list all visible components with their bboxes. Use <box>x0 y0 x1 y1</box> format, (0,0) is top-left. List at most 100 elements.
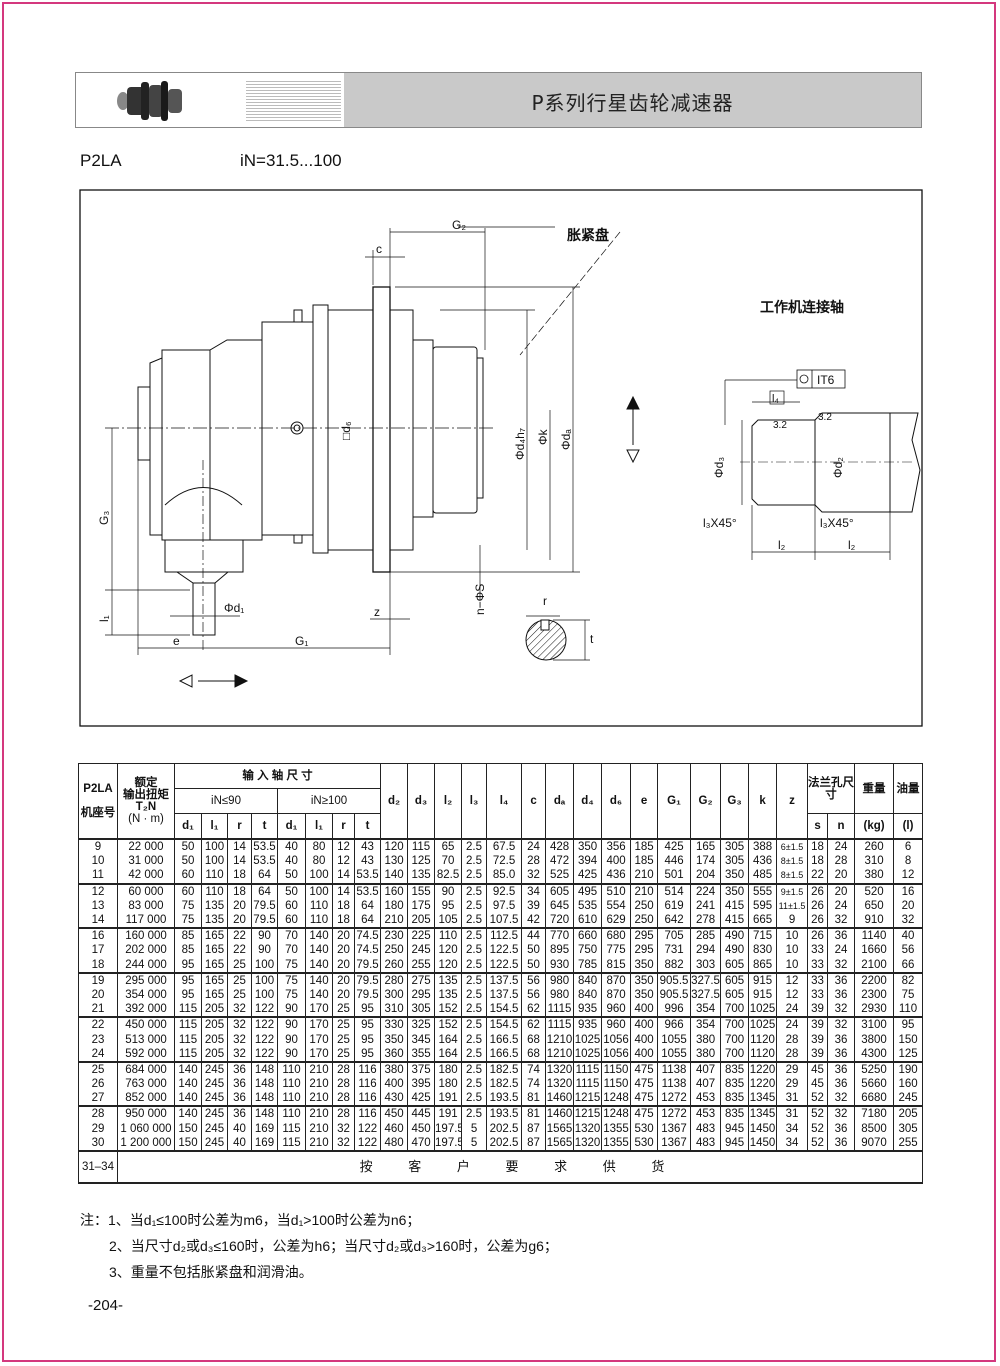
cell-size: 14 <box>78 912 118 929</box>
table-cell: 148 <box>251 1091 278 1107</box>
table-cell: 28 <box>332 1105 355 1122</box>
table-cell: 122.5 <box>486 957 523 973</box>
table-cell: 79.5 <box>353 987 382 1003</box>
table-cell: 26 <box>807 898 829 913</box>
table-cell: 905.5 <box>657 971 692 988</box>
table-cell: 56 <box>521 987 547 1003</box>
table-cell: 2.5 <box>461 1060 488 1077</box>
table-cell: 83 000 <box>117 898 175 913</box>
table-cell: 5 <box>461 1135 488 1151</box>
table-cell: 520 <box>854 882 895 899</box>
table-cell: 295 <box>630 943 659 958</box>
table-cell: 36 <box>827 987 856 1003</box>
table-cell: 40 <box>893 927 924 944</box>
table-cell: 460 <box>380 1121 409 1136</box>
table-cell: 1565 <box>545 1121 575 1136</box>
table-cell: 140 <box>305 971 333 988</box>
header-iN-le-90: iN≤90 <box>174 788 278 814</box>
table-cell: 25 <box>332 1046 355 1062</box>
cell-size: 30 <box>78 1135 118 1151</box>
header-d6: d₆ <box>601 763 632 840</box>
table-cell: 137.5 <box>486 971 523 988</box>
table-cell: 110 <box>434 927 463 944</box>
direction-arrows <box>178 395 640 688</box>
table-cell: 154.5 <box>486 1016 523 1033</box>
technical-drawing: G₂ c 胀紧盘 □d₆ Φd₄h₇ Φk Φdₐ G₃ l₁ Φd₁ e G₁… <box>79 189 923 727</box>
table-cell: 1115 <box>545 1016 575 1033</box>
table-cell: 53.5 <box>251 837 278 855</box>
label-tightening-disc: 胀紧盘 <box>567 227 609 243</box>
table-cell: 10 <box>776 957 809 973</box>
table-cell: 100 <box>251 971 278 988</box>
table-cell: 22 <box>807 868 829 884</box>
table-cell: 400 <box>630 1002 659 1018</box>
table-cell: 50 <box>521 957 547 973</box>
table-cell: 169 <box>251 1135 278 1151</box>
table-cell: 97.5 <box>486 898 523 913</box>
label-r: r <box>543 594 547 608</box>
table-cell: 140 <box>174 1060 202 1077</box>
table-cell: 18 <box>807 854 829 869</box>
table-cell: 910 <box>854 912 895 929</box>
table-cell: 1025 <box>573 1046 603 1062</box>
cell-size: 24 <box>78 1046 118 1062</box>
table-cell: 115 <box>174 1016 202 1033</box>
table-cell: 310 <box>854 854 895 869</box>
table-cell: 95 <box>353 1016 382 1033</box>
table-cell: 135 <box>201 912 228 929</box>
table-cell: 2.5 <box>461 868 488 884</box>
table-cell: 870 <box>601 987 632 1003</box>
table-cell: 45 <box>807 1060 829 1077</box>
table-cell: 310 <box>380 1002 409 1018</box>
table-cell: 68 <box>521 1046 547 1062</box>
header-e: e <box>630 763 659 840</box>
label-d4h7: Φd₄h₇ <box>513 428 527 460</box>
table-cell: 32 <box>332 1135 355 1151</box>
table-cell: 185 <box>630 837 659 855</box>
table-cell: 830 <box>748 943 778 958</box>
table-cell: 9 <box>776 912 809 929</box>
table-cell: 75 <box>174 912 202 929</box>
table-cell: 210 <box>305 1135 333 1151</box>
table-cell: 1248 <box>601 1091 632 1107</box>
table-cell: 2.5 <box>461 882 488 899</box>
table-cell: 12 <box>893 868 924 884</box>
table-cell: 90 <box>434 882 463 899</box>
table-cell: 160 000 <box>117 927 175 944</box>
table-cell: 960 <box>601 1016 632 1033</box>
table-cell: 22 <box>227 927 252 944</box>
table-cell: 39 <box>807 1002 829 1018</box>
table-cell: 960 <box>601 1002 632 1018</box>
table-cell: 305 <box>407 1002 436 1018</box>
table-cell: 450 000 <box>117 1016 175 1033</box>
table-cell: 79.5 <box>251 898 278 913</box>
table-cell: 8±1.5 <box>776 854 809 869</box>
table-cell: 882 <box>657 957 692 973</box>
table-cell: 996 <box>657 1002 692 1018</box>
table-cell: 10 <box>776 927 809 944</box>
table-cell: 110 <box>277 1077 306 1092</box>
table-cell: 428 <box>545 837 575 855</box>
table-cell: 24 <box>827 837 856 855</box>
table-cell: 85.0 <box>486 868 523 884</box>
table-cell: 295 <box>407 987 436 1003</box>
table-cell: 510 <box>601 882 632 899</box>
table-cell: 75 <box>277 987 306 1003</box>
table-cell: 95 <box>174 987 202 1003</box>
table-cell: 169 <box>251 1121 278 1136</box>
table-cell: 6 <box>893 837 924 855</box>
table-cell: 166.5 <box>486 1046 523 1062</box>
table-cell: 700 <box>720 1016 750 1033</box>
roughness-2: 3.2 <box>818 412 832 423</box>
table-cell: 400 <box>630 1016 659 1033</box>
table-cell: 202.5 <box>486 1121 523 1136</box>
table-cell: 31 <box>776 1105 809 1122</box>
table-cell: 152 <box>434 1016 463 1033</box>
